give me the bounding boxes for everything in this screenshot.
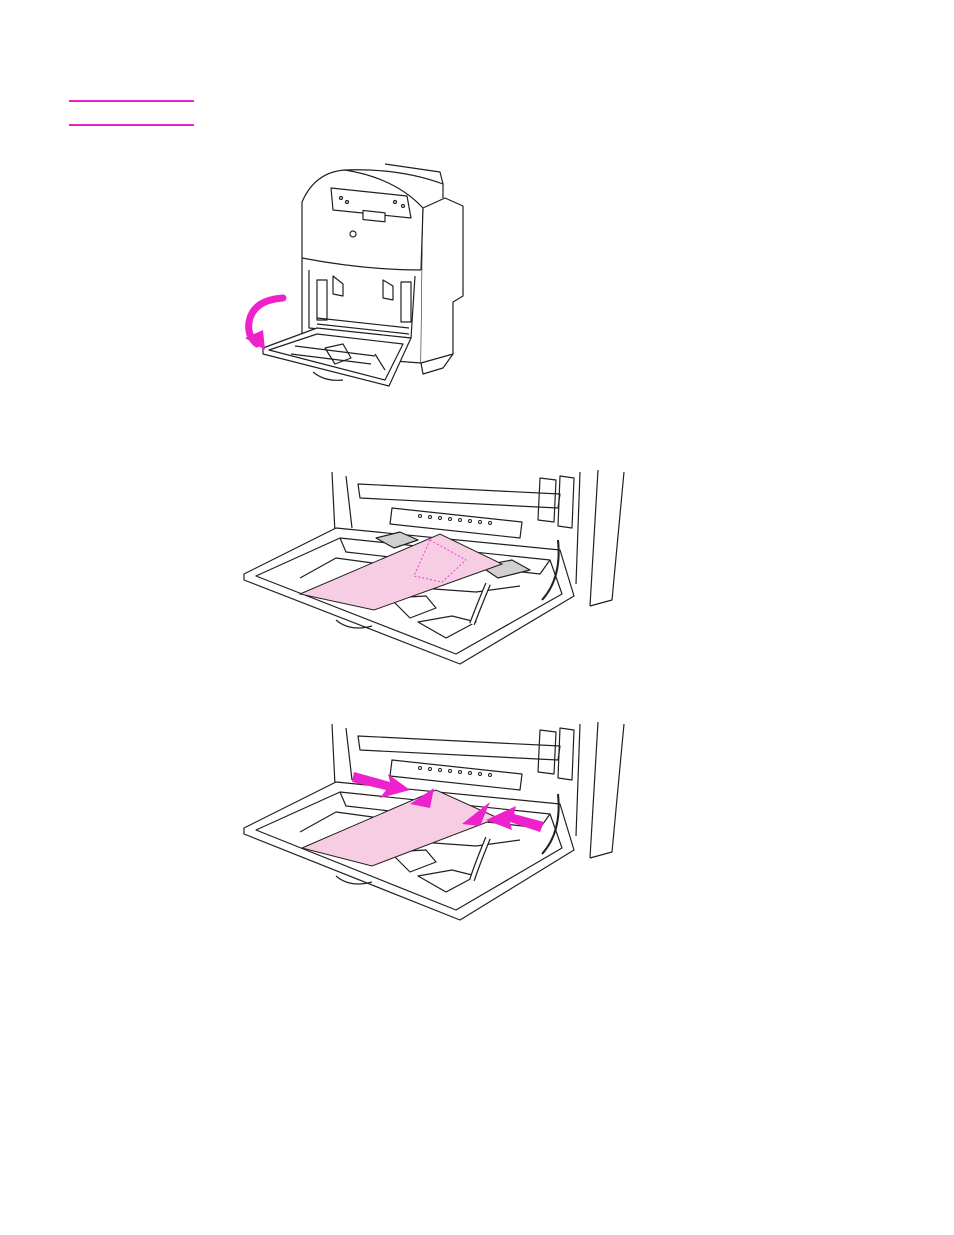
tray-envelope-drawing xyxy=(240,468,625,666)
printer-open-tray-illustration xyxy=(225,158,475,394)
guide-adjust-drawing xyxy=(240,720,625,925)
envelope-in-tray-illustration xyxy=(240,468,625,666)
header-rule-bottom xyxy=(69,124,194,126)
printer-icon xyxy=(225,158,475,394)
header-rule-top xyxy=(69,100,194,102)
adjust-guides-illustration xyxy=(240,720,625,925)
